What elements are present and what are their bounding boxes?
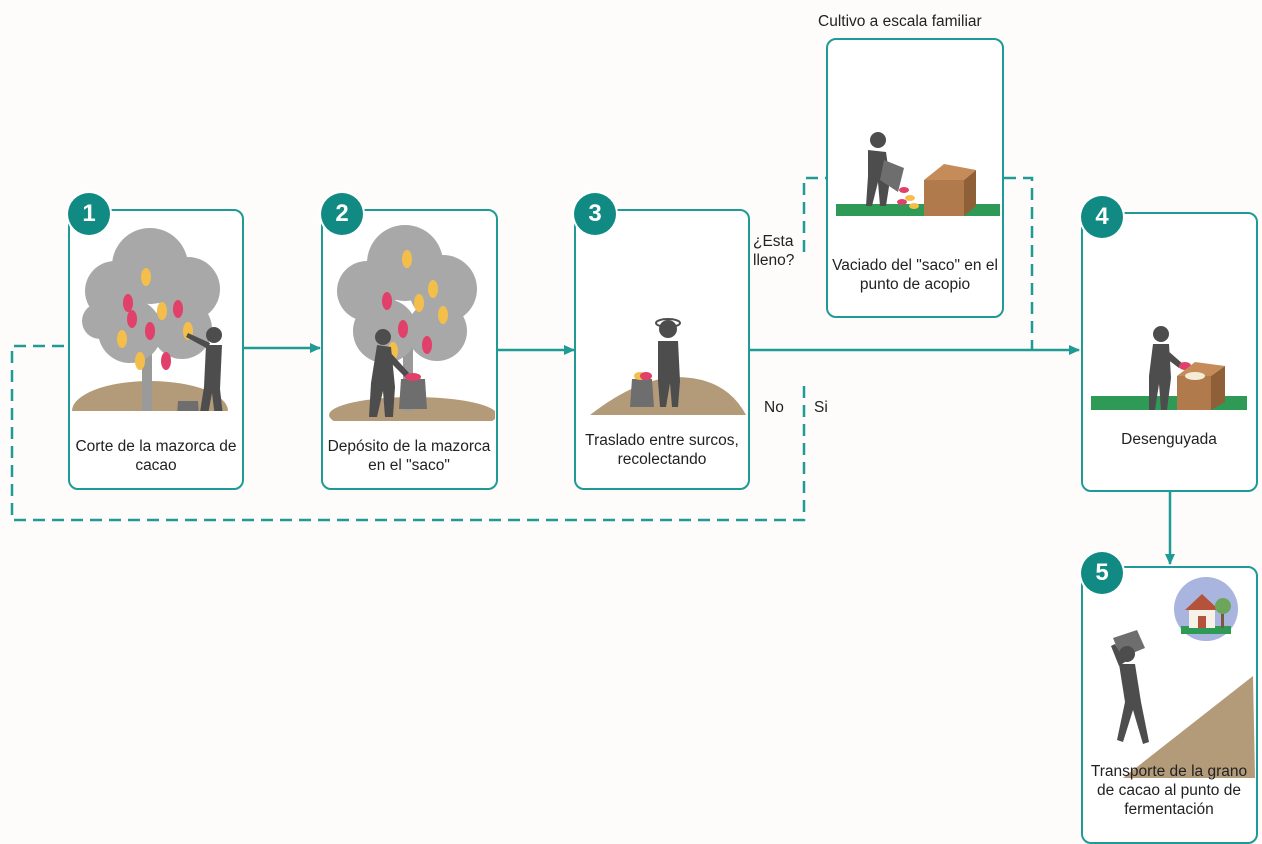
step-badge-3: 3 bbox=[574, 193, 616, 235]
step-box-1 bbox=[68, 209, 244, 490]
walking-collector-illustration bbox=[590, 318, 746, 415]
step-box-3 bbox=[574, 209, 750, 490]
side-step-box bbox=[826, 38, 1004, 318]
step-badge-5: 5 bbox=[1081, 552, 1123, 594]
house-icon bbox=[1174, 577, 1238, 641]
step-caption-3: Traslado entre surcos, recolectando bbox=[585, 432, 739, 468]
step-badge-2: 2 bbox=[321, 193, 363, 235]
step-caption-4: Desenguyada bbox=[1121, 431, 1217, 448]
step-caption-5: Transporte de la grano de cacao al punto… bbox=[1090, 763, 1248, 818]
side-step-caption: Vaciado del "saco" en el punto de acopio bbox=[832, 257, 998, 293]
step-box-2 bbox=[321, 209, 498, 490]
step-badge-1: 1 bbox=[68, 193, 110, 235]
family-scale-title: Cultivo a escala familiar bbox=[818, 13, 982, 30]
step-caption-1: Corte de la mazorca de cacao bbox=[75, 438, 237, 474]
step-box-5 bbox=[1081, 566, 1258, 844]
shelling-illustration bbox=[1091, 326, 1247, 410]
tree-harvest-illustration bbox=[72, 228, 228, 411]
return-loop-dashed bbox=[1004, 176, 1034, 350]
step-box-4 bbox=[1081, 212, 1258, 492]
step-badge-4: 4 bbox=[1081, 196, 1123, 238]
yes-loop-dashed bbox=[802, 176, 826, 252]
decision-yes-label: Si bbox=[814, 399, 828, 416]
tree-deposit-illustration bbox=[329, 225, 495, 421]
carrying-sack-illustration bbox=[1111, 630, 1255, 778]
step-caption-2: Depósito de la mazorca en el "saco" bbox=[327, 438, 491, 474]
emptying-sack-illustration bbox=[836, 132, 1000, 216]
decision-no-label: No bbox=[764, 399, 784, 416]
decision-question: ¿Esta lleno? bbox=[753, 233, 795, 269]
